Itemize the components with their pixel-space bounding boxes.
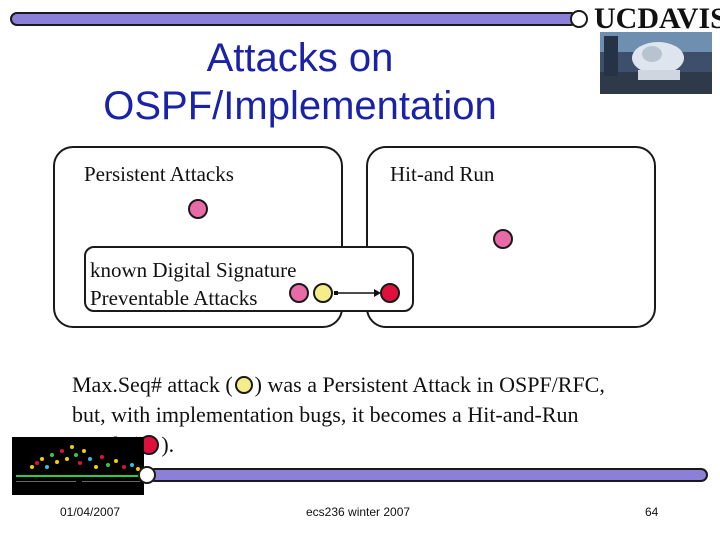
- yellow-maxseq-dot: [313, 283, 333, 303]
- bottom-bar-end: [138, 466, 156, 484]
- ucdavis-logo: UCDAVIS: [594, 2, 720, 35]
- pink-attack-dot: [188, 199, 208, 219]
- signature-line-2: Preventable Attacks: [90, 286, 258, 310]
- bottom-bar: [148, 468, 708, 482]
- title-line-2: OSPF/Implementation: [103, 84, 497, 128]
- signature-line-1: known Digital Signature: [90, 258, 297, 282]
- hit-and-run-label: Hit-and Run: [390, 162, 495, 186]
- top-bar: [10, 12, 578, 26]
- visualization-thumbnail: [12, 437, 144, 495]
- title-line-1: Attacks on: [206, 36, 394, 80]
- body-line-2: but, with implementation bugs, it become…: [72, 402, 579, 427]
- inline-yellow-dot: [234, 376, 253, 394]
- body-line-1: Max.Seq# attack () was a Persistent Atta…: [72, 372, 605, 397]
- footer-page-number: 64: [645, 505, 659, 519]
- pink-attack-dot-right: [493, 229, 513, 249]
- hit-and-run-panel: [366, 146, 656, 328]
- slide-title: Attacks on OSPF/Implementation: [60, 34, 540, 130]
- top-bar-end: [570, 10, 588, 28]
- campus-photo: [600, 32, 712, 94]
- red-hit-and-run-dot: [380, 283, 400, 303]
- signature-preventable-box: [84, 246, 414, 312]
- persistent-attacks-panel: [53, 146, 343, 328]
- pink-preventable-dot: [289, 283, 309, 303]
- transition-arrow: [334, 289, 381, 297]
- footer-course: ecs236 winter 2007: [306, 505, 411, 519]
- persistent-attacks-label: Persistent Attacks: [84, 162, 234, 186]
- footer-date: 01/04/2007: [60, 505, 121, 519]
